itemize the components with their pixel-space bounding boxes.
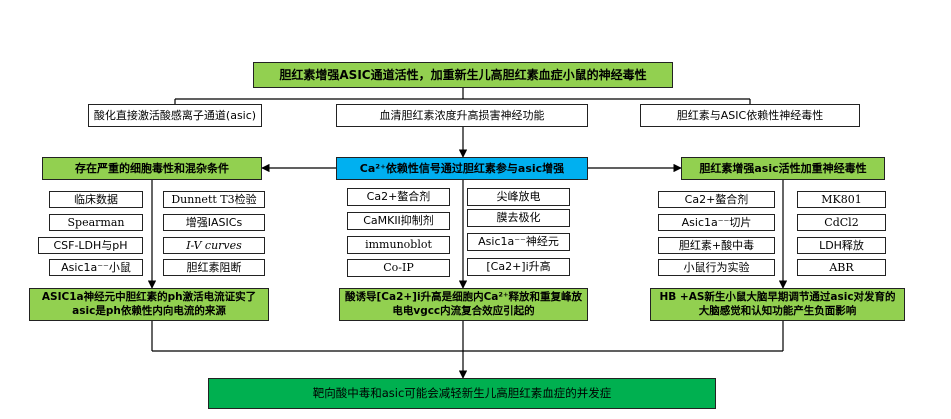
right-header-box: 胆红素增强asic活性加重神经毒性 <box>681 157 885 180</box>
mid-item-spike-firing: 尖峰放电 <box>467 188 570 206</box>
right-item-ldh-release: LDH释放 <box>797 237 886 254</box>
right-item-abr: ABR <box>797 259 886 276</box>
left-conclusion-box: ASIC1a神经元中胆红素的ph激活电流证实了asic是ph依赖性内向电流的来源 <box>29 288 269 321</box>
premise-asic-neurotoxicity: 胆红素与ASIC依赖性神经毒性 <box>640 104 860 127</box>
left-item-clinical-data: 临床数据 <box>49 191 143 208</box>
mid-item-asic1a-neurons: Asic1a⁻⁻神经元 <box>467 233 570 251</box>
right-item-mouse-behavior: 小鼠行为实验 <box>658 259 775 276</box>
right-item-cdcl2: CdCl2 <box>797 214 886 231</box>
left-item-enhanced-iasics: 增强IASICs <box>163 214 265 231</box>
premise-acidification: 酸化直接激活酸感离子通道(asic) <box>88 104 262 127</box>
mid-item-co-ip: Co-IP <box>347 259 450 277</box>
mid-item-ca-chelator: Ca2+螯合剂 <box>347 188 450 206</box>
right-item-asic1a-slices: Asic1a⁻⁻切片 <box>658 214 775 231</box>
left-item-csf-ldh-ph: CSF-LDH与pH <box>38 237 143 254</box>
left-item-asic1a-mice: Asic1a⁻⁻小鼠 <box>49 259 143 276</box>
title-box: 胆红素增强ASIC通道活性，加重新生儿高胆红素血症小鼠的神经毒性 <box>253 62 673 88</box>
right-item-ca-chelator: Ca2+螯合剂 <box>658 191 775 208</box>
mid-item-membrane-depolarization: 膜去极化 <box>467 209 570 227</box>
right-item-mk801: MK801 <box>797 191 886 208</box>
left-header-box: 存在严重的细胞毒性和混杂条件 <box>42 157 262 180</box>
right-item-bilirubin-acidosis: 胆红素+酸中毒 <box>658 237 775 254</box>
mid-item-ca-rise: [Ca2+]i升高 <box>467 258 570 276</box>
left-item-spearman: Spearman <box>49 214 143 231</box>
left-item-dunnett-t3: Dunnett T3检验 <box>163 191 265 208</box>
mid-item-immunoblot: immunoblot <box>347 236 450 254</box>
final-conclusion-box: 靶向酸中毒和asic可能会减轻新生儿高胆红素血症的并发症 <box>208 378 716 409</box>
left-item-bilirubin-block: 胆红素阻断 <box>163 259 265 276</box>
mid-item-camkii-inhibitor: CaMKII抑制剂 <box>347 212 450 230</box>
premise-serum-bilirubin: 血清胆红素浓度升高损害神经功能 <box>336 104 588 127</box>
left-item-iv-curves: I-V curves <box>163 237 265 254</box>
center-hub-box: Ca²⁺依赖性信号通过胆红素参与asic增强 <box>336 157 588 180</box>
middle-conclusion-box: 酸诱导[Ca2+]i升高是细胞内Ca²⁺释放和重复峰放电电vgcc内流复合效应引… <box>339 288 588 321</box>
right-conclusion-box: HB +AS新生小鼠大脑早期调节通过asic对发育的大脑感觉和认知功能产生负面影… <box>650 288 905 321</box>
